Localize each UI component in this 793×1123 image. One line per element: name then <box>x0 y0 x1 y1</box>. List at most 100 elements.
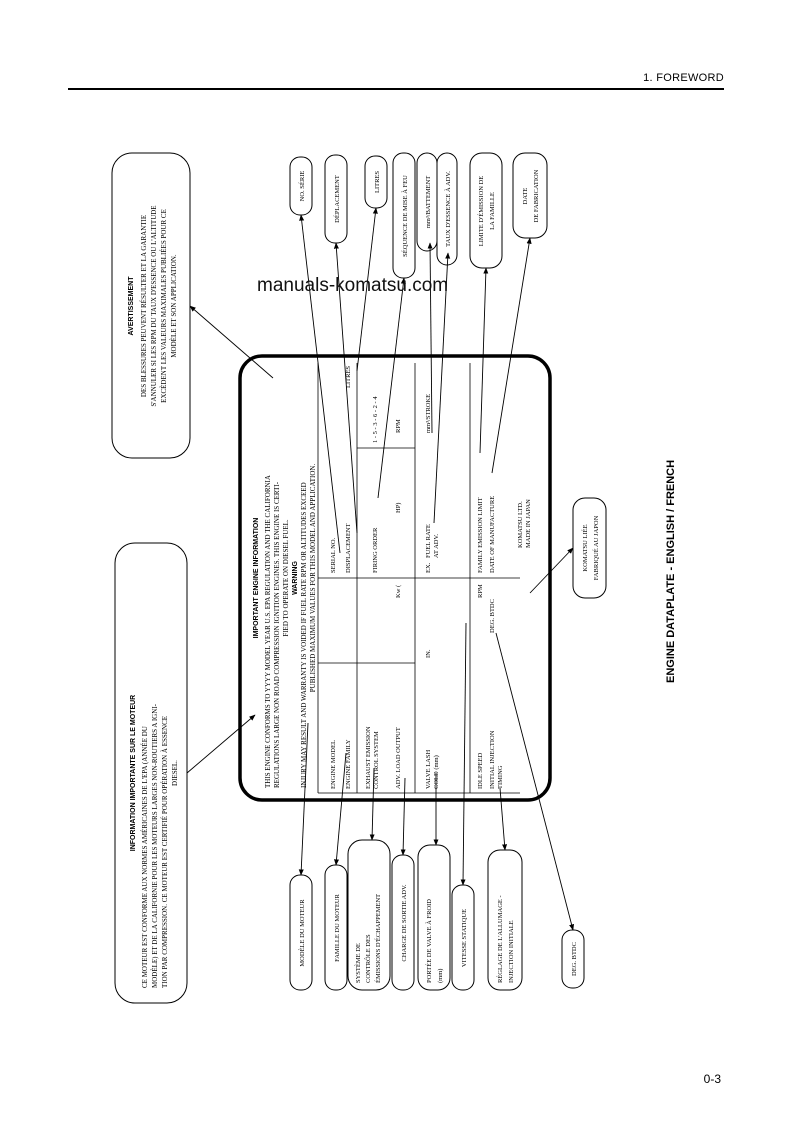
field-litres: LITRES <box>345 366 352 388</box>
field-initial-injection-2: TIMING <box>497 765 504 789</box>
leader-systeme <box>369 767 375 841</box>
plate-conformity-2: REGULATIONS LARGE NON ROAD COMPRESSION I… <box>273 481 281 788</box>
callout-vitesse-label: VITESSE STATIQUE <box>461 909 468 967</box>
leader-taux <box>433 252 451 524</box>
plate-warning-1: INJURY MAY RESULT AND WARRANTY IS VOIDED… <box>300 482 308 788</box>
callout-info-fr-line-2: MODÈLE) ET DE LA CALIFORNIE POUR LES MOT… <box>151 703 159 988</box>
callout-no-serie: NO. SÉRIE <box>289 156 313 216</box>
plate-grid <box>317 363 520 794</box>
callout-systeme-line-3: ÉMISSIONS D'ÉCHAPPEMENT <box>374 894 382 983</box>
leader-famille <box>333 752 347 866</box>
plate-heading: IMPORTANT ENGINE INFORMATION <box>253 518 260 639</box>
leader-no-serie <box>299 214 341 554</box>
callout-komatsu-line-2: FABRIQUÉ AU JAPON <box>592 515 600 580</box>
section-header: 1. FOREWORD <box>643 72 724 84</box>
field-fuel-rate-2: AT ADV. <box>433 534 440 558</box>
callout-sequence-label: SÉQUENCE DE MISE À FEU <box>401 175 409 257</box>
callout-litres: LITRES <box>364 155 388 209</box>
callout-vitesse: VITESSE STATIQUE <box>451 884 475 991</box>
callout-avertissement-title: AVERTISSEMENT <box>128 276 135 336</box>
callout-reglage-line-2: INJECTION INITIALE <box>508 920 515 983</box>
leader-litres <box>356 207 378 372</box>
callout-charge: CHARGE DE SORTIE ADV. <box>391 854 415 991</box>
callout-mm3-battement: mm³/BATTEMENT <box>416 152 438 252</box>
callout-no-serie-label: NO. SÉRIE <box>298 171 306 202</box>
callout-reglage: RÉGLAGE DE L'ALLUMAGE - INJECTION INITIA… <box>487 849 523 991</box>
callout-avertissement-line-3: EXCÈDENT LES VALEURS MAXIMALES PUBLIÉES … <box>160 209 168 403</box>
callout-avertissement-line-2: S'ANNULER SI LES RPM DU TAUX D'ESSENCE O… <box>150 205 158 406</box>
field-idle-speed: IDLE SPEED <box>477 752 484 789</box>
callout-litres-label: LITRES <box>374 171 381 193</box>
field-kw: Kw ( <box>395 585 402 598</box>
callout-limite-line-1: LIMITE D'ÉMISSION DE <box>477 176 485 247</box>
watermark: manuals-komatsu.com <box>257 275 449 296</box>
callout-info-fr-line-3: TION PAR COMPRESSION. CE MOTEUR EST CERT… <box>161 716 169 988</box>
callout-date-line-1: DATE <box>522 188 529 205</box>
field-rpm-2: RPM <box>477 584 484 598</box>
page-number: 0-3 <box>703 1072 721 1086</box>
callout-avertissement-line-4: MODÈLE ET SON APPLICATION. <box>170 254 178 358</box>
callout-komatsu-box <box>572 497 607 599</box>
callout-deg-btdc-label: DEG. BTDC <box>571 942 578 976</box>
callout-deplacement-label: DÉPLACEMENT <box>333 175 341 223</box>
leader-limite <box>479 267 489 454</box>
field-hp: HP) <box>395 503 402 513</box>
callout-portee-line-2: (mm) <box>437 969 444 983</box>
field-maker-1: KOMATSU LTD. <box>517 501 524 548</box>
callout-charge-label: CHARGE DE SORTIE ADV. <box>401 884 408 962</box>
callout-komatsu: KOMATSU LIÉE FABRIQUÉ AU JAPON <box>572 497 607 599</box>
field-exhaust-emission-2: CONTROL SYSTEM <box>373 731 380 789</box>
leader-modele <box>298 722 309 876</box>
field-exhaust-emission-1: EXHAUST EMISSION <box>365 726 372 789</box>
callout-sequence: SÉQUENCE DE MISE À FEU <box>392 152 416 279</box>
plate-conformity-1: THIS ENGINE CONFORMS TO YYYY MODEL YEAR … <box>264 475 272 788</box>
callout-reglage-line-1: RÉGLAGE DE L'ALLUMAGE - <box>496 895 504 983</box>
leader-date <box>491 237 532 474</box>
callout-info-fr-title: INFORMATION IMPORTANTE SUR LE MOTEUR <box>130 695 137 851</box>
field-valve-lash-1: VALVE LASH <box>425 750 432 789</box>
plate-conformity-3: FIED TO OPERATE ON DIESEL FUEL. <box>282 519 290 637</box>
callout-taux-essence-label: TAUX D'ESSENCE À ADV. <box>444 171 452 247</box>
figure-title: ENGINE DATAPLATE - ENGLISH / FRENCH <box>665 460 677 683</box>
callout-avertissement-box <box>111 152 191 459</box>
field-initial-injection-1: INITIAL INJECTION <box>489 730 496 789</box>
callout-avertissement-line-1: DES BLESSURES PEUVENT RÉSULTER ET LA GAR… <box>140 215 148 397</box>
field-displacement: DISPLACEMENT <box>345 523 352 573</box>
leader-komatsu <box>529 547 574 594</box>
callout-deg-btdc: DEG. BTDC <box>561 929 585 989</box>
field-rpm: RPM <box>395 419 402 433</box>
field-deg-btdc: DEG. BTDC <box>489 599 496 633</box>
callout-systeme-line-2: CONTRÔLE DES <box>364 934 372 983</box>
callout-famille-label: FAMILLE DU MOTEUR <box>334 893 341 961</box>
field-fuel-rate-1: FUEL RATE <box>425 524 432 558</box>
callout-date-fabrication-box <box>512 152 548 239</box>
field-engine-model: ENGINE MODEL <box>330 740 337 789</box>
field-engine-family: ENGINE FAMILY <box>345 739 352 789</box>
field-mm3-stroke: mm³/STROKE <box>425 394 432 433</box>
dataplate: IMPORTANT ENGINE INFORMATION THIS ENGINE… <box>238 354 552 802</box>
callout-info-fr: INFORMATION IMPORTANTE SUR LE MOTEUR CE … <box>114 542 188 1004</box>
callout-date-line-2: DE FABRICATION <box>533 169 540 222</box>
field-ex: EX. <box>425 562 432 573</box>
callout-avertissement: AVERTISSEMENT DES BLESSURES PEUVENT RÉSU… <box>111 152 191 459</box>
callout-info-fr-line-1: CE MOTEUR EST CONFORME AUX NORMES AMÉRIC… <box>141 726 149 988</box>
callout-reglage-box <box>487 849 523 991</box>
leader-charge <box>400 777 406 856</box>
field-family-emission-limit: FAMILY EMISSION LIMIT <box>477 497 484 573</box>
leader-lines <box>186 207 575 931</box>
callout-taux-essence: TAUX D'ESSENCE À ADV. <box>436 152 458 266</box>
callout-systeme: SYSTÈME DE CONTRÔLE DES ÉMISSIONS D'ÉCHA… <box>347 839 391 991</box>
leader-deplacement <box>333 242 358 534</box>
leader-sequence <box>377 277 406 499</box>
callout-deplacement: DÉPLACEMENT <box>324 154 348 244</box>
leader-mm3 <box>427 242 433 434</box>
callout-modele-label: MODÈLE DU MOTEUR <box>298 899 306 967</box>
callout-portee-box <box>417 844 451 991</box>
field-maker-2: MADE IN JAPAN <box>525 499 532 548</box>
field-serial-no: SERIAL NO. <box>330 537 337 573</box>
field-valve-lash-2: COLD (mm) <box>433 755 440 789</box>
callout-info-fr-line-4: DIESEL. <box>171 760 179 786</box>
callout-limite: LIMITE D'ÉMISSION DE LA FAMILLE <box>469 152 503 269</box>
leader-vitesse <box>460 622 467 886</box>
callout-famille: FAMILLE DU MOTEUR <box>324 864 348 991</box>
